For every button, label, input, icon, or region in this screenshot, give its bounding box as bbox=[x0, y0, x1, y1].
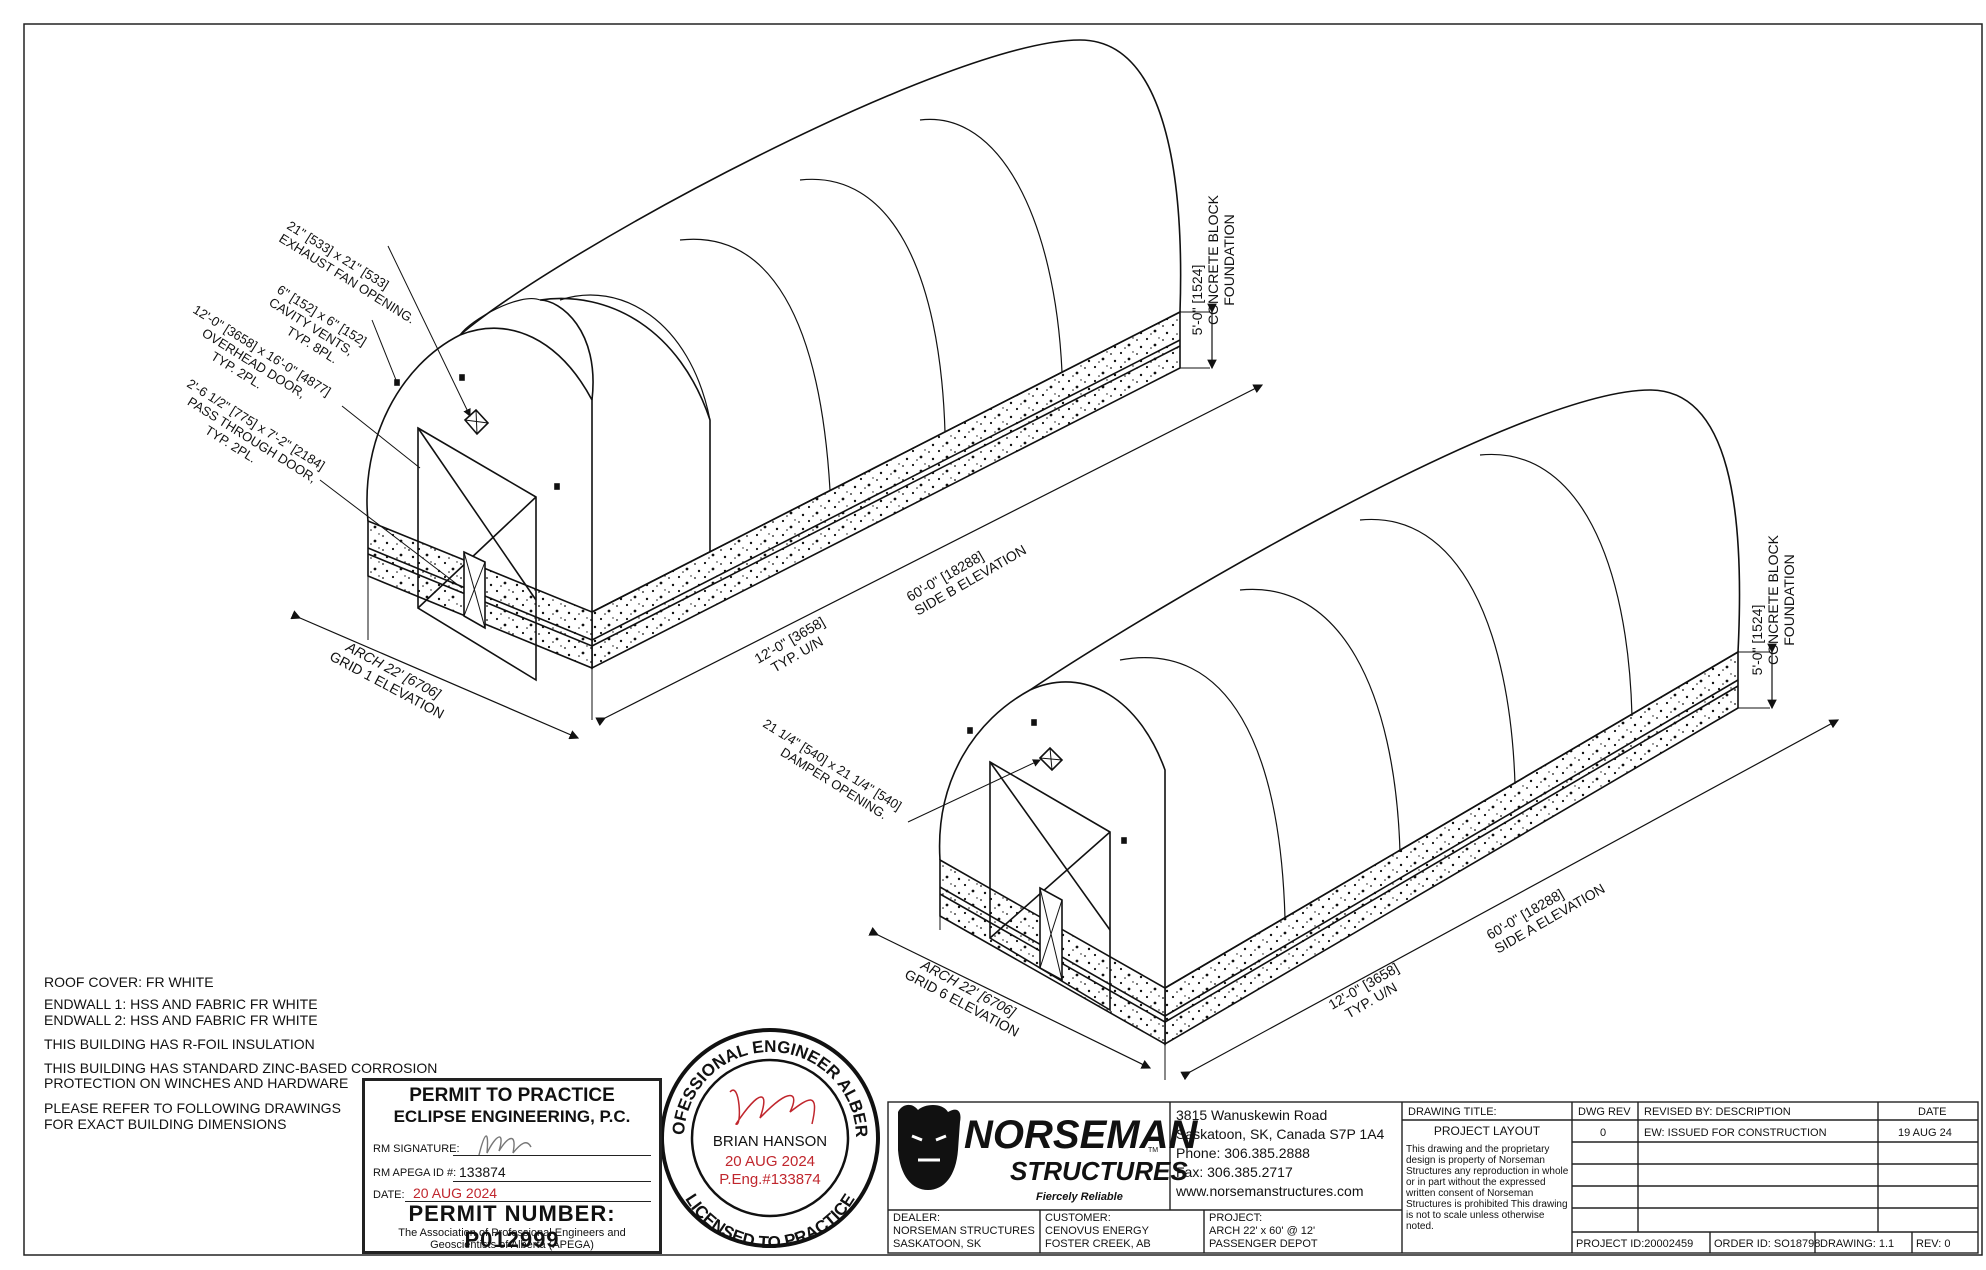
seal-signature bbox=[729, 1089, 816, 1125]
permit-signature bbox=[478, 1135, 532, 1156]
building-1-foundation-label: 5'-0" [1524] CONCRETE BLOCK FOUNDATION bbox=[1189, 194, 1237, 335]
note-endwall-1: ENDWALL 1: HSS AND FABRIC FR WHITE bbox=[44, 996, 318, 1012]
building-1-length-label: 60'-0" [18288] SIDE B ELEVATION bbox=[904, 541, 1029, 618]
permit-number: PERMIT NUMBER: P012999 bbox=[408, 1201, 616, 1252]
svg-text:TM: TM bbox=[1148, 1147, 1158, 1154]
building-1-drawing bbox=[290, 39, 1264, 740]
dealer-block: DEALER: NORSEMAN STRUCTURES SASKATOON, S… bbox=[893, 1212, 1035, 1250]
note-endwall-2: ENDWALL 2: HSS AND FABRIC FR WHITE bbox=[44, 1012, 318, 1028]
note-refer-1: PLEASE REFER TO FOLLOWING DRAWINGS bbox=[44, 1100, 341, 1116]
permit-date-value: 20 AUG 2024 bbox=[413, 1185, 498, 1201]
project-id: PROJECT ID:20002459 bbox=[1576, 1238, 1694, 1250]
company-address: 3815 Wanuskewin Road Saskatoon, SK, Cana… bbox=[1176, 1107, 1385, 1199]
drawing-title-label: DRAWING TITLE: bbox=[1408, 1106, 1497, 1118]
note-insulation: THIS BUILDING HAS R-FOIL INSULATION bbox=[44, 1036, 315, 1052]
customer-block: CUSTOMER: CENOVUS ENERGY FOSTER CREEK, A… bbox=[1045, 1212, 1151, 1250]
building-2-drawing bbox=[868, 389, 1840, 1081]
svg-text:21 1/4" [540] x 21 1/4" [540]: 21 1/4" [540] x 21 1/4" [540] bbox=[760, 716, 904, 814]
permit-title: PERMIT TO PRACTICE bbox=[409, 1085, 615, 1106]
svg-text:PASS THROUGH DOOR,: PASS THROUGH DOOR, bbox=[185, 394, 319, 486]
damper-callout: 21 1/4" [540] x 21 1/4" [540] DAMPER OPE… bbox=[760, 716, 904, 822]
permit-to-practice-stamp: PERMIT TO PRACTICE ECLIPSE ENGINEERING, … bbox=[362, 1078, 662, 1254]
svg-text:NORSEMAN: NORSEMAN bbox=[964, 1113, 1198, 1157]
note-corrosion-2: PROTECTION ON WINCHES AND HARDWARE bbox=[44, 1075, 349, 1091]
drawing-title: PROJECT LAYOUT bbox=[1433, 1124, 1541, 1138]
note-corrosion-1: THIS BUILDING HAS STANDARD ZINC-BASED CO… bbox=[44, 1060, 438, 1076]
svg-text:5'-0" [1524]: 5'-0" [1524] bbox=[1189, 265, 1205, 336]
building-2-length-dim-line bbox=[1180, 719, 1840, 1081]
building-1-spacing-label: 12'-0" [3658] TYP. U/N bbox=[752, 613, 828, 675]
svg-text:CONCRETE BLOCK: CONCRETE BLOCK bbox=[1765, 534, 1781, 665]
project-block: PROJECT: ARCH 22' x 60' @ 12' PASSENGER … bbox=[1209, 1212, 1318, 1250]
date-header: DATE bbox=[1918, 1106, 1947, 1118]
svg-text:STRUCTURES: STRUCTURES bbox=[1010, 1156, 1188, 1186]
viking-head-icon bbox=[898, 1104, 961, 1190]
svg-text:BRIAN HANSON: BRIAN HANSON bbox=[713, 1133, 827, 1150]
drawing-number: DRAWING: 1.1 bbox=[1820, 1238, 1895, 1250]
permit-association: The Association of Professional Engineer… bbox=[398, 1227, 626, 1251]
overhead-door-callout: 12'-0" [3658] x 16'-0" [4877] OVERHEAD D… bbox=[190, 302, 333, 401]
rev-0-description: EW: ISSUED FOR CONSTRUCTION bbox=[1644, 1127, 1827, 1139]
order-id: ORDER ID: SO18798 bbox=[1714, 1238, 1821, 1250]
svg-text:5'-0" [1524]: 5'-0" [1524] bbox=[1749, 605, 1765, 676]
revision-number: REV: 0 bbox=[1916, 1238, 1951, 1250]
building-1-end-arch bbox=[366, 327, 593, 612]
svg-text:FOUNDATION: FOUNDATION bbox=[1221, 214, 1237, 306]
svg-text:CONCRETE BLOCK: CONCRETE BLOCK bbox=[1205, 194, 1221, 325]
building-1-width-label: ARCH 22' [6706] GRID 1 ELEVATION bbox=[327, 638, 447, 722]
drawing-disclaimer: This drawing and the proprietary design … bbox=[1406, 1144, 1569, 1232]
permit-apega-label: RM APEGA ID #: bbox=[373, 1167, 457, 1179]
building-2-spacing-label: 12'-0" [3658] TYP. U/N bbox=[1326, 959, 1402, 1021]
permit-date-label: DATE: bbox=[373, 1189, 405, 1201]
revised-by-header: REVISED BY: DESCRIPTION bbox=[1644, 1106, 1791, 1118]
svg-text:FOUNDATION: FOUNDATION bbox=[1781, 554, 1797, 646]
rev-0-number: 0 bbox=[1600, 1127, 1607, 1139]
rev-header: DWG REV bbox=[1578, 1106, 1631, 1118]
note-roof-cover: ROOF COVER: FR WHITE bbox=[44, 974, 214, 990]
svg-text:20 AUG 2024: 20 AUG 2024 bbox=[725, 1153, 815, 1170]
building-1-length-dim-line bbox=[595, 384, 1264, 727]
svg-text:P.Eng.#133874: P.Eng.#133874 bbox=[719, 1171, 821, 1188]
building-2-width-dim-line bbox=[868, 926, 1152, 1069]
note-refer-2: FOR EXACT BUILDING DIMENSIONS bbox=[44, 1116, 287, 1132]
building-2-width-label: ARCH 22' [6706] GRID 6 ELEVATION bbox=[902, 956, 1022, 1040]
permit-company: ECLIPSE ENGINEERING, P.C. bbox=[393, 1107, 631, 1126]
building-2-foundation-label: 5'-0" [1524] CONCRETE BLOCK FOUNDATION bbox=[1749, 534, 1797, 675]
permit-apega-value: 133874 bbox=[459, 1164, 506, 1180]
title-block-frame bbox=[887, 1101, 1979, 1254]
permit-signature-label: RM SIGNATURE: bbox=[373, 1143, 460, 1155]
building-2-length-label: 60'-0" [18288] SIDE A ELEVATION bbox=[1484, 880, 1608, 956]
building-1-width-dim-line bbox=[290, 610, 580, 740]
sheet-border bbox=[23, 23, 1983, 1256]
norseman-logo: NORSEMAN STRUCTURES Fiercely Reliable TM bbox=[898, 1104, 1198, 1203]
rev-0-date: 19 AUG 24 bbox=[1898, 1127, 1952, 1139]
svg-text:Fiercely Reliable: Fiercely Reliable bbox=[1036, 1191, 1123, 1203]
